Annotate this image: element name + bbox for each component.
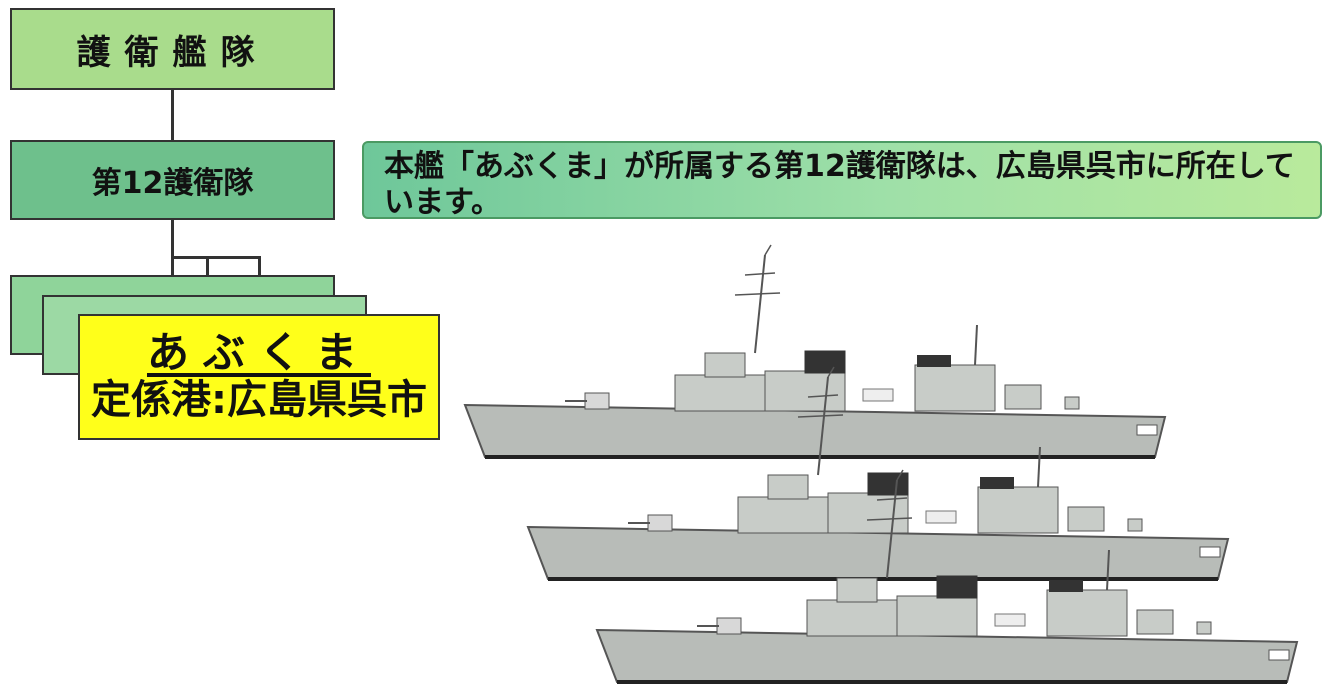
division-label: 第12護衛隊 <box>91 166 254 201</box>
ship-illustration-1 <box>463 243 1167 459</box>
info-text: 本艦「あぶくま」が所属する第12護衛隊は、広島県呉市に所在しています。 <box>384 149 1295 220</box>
connector-branch-h <box>171 256 261 259</box>
fleet-label: 護衛艦隊 <box>76 32 269 73</box>
home-port: 定係港:広島県呉市 <box>91 377 427 424</box>
connector-division-ships <box>171 220 174 276</box>
fleet-box: 護衛艦隊 <box>10 8 335 90</box>
division-box: 第12護衛隊 <box>10 140 335 220</box>
ship-name: あぶくま <box>146 327 371 377</box>
info-banner: 本艦「あぶくま」が所属する第12護衛隊は、広島県呉市に所在しています。 <box>362 141 1322 220</box>
connector-fleet-division <box>171 90 174 140</box>
ship-card-abukuma: あぶくま 定係港:広島県呉市 <box>78 314 440 440</box>
